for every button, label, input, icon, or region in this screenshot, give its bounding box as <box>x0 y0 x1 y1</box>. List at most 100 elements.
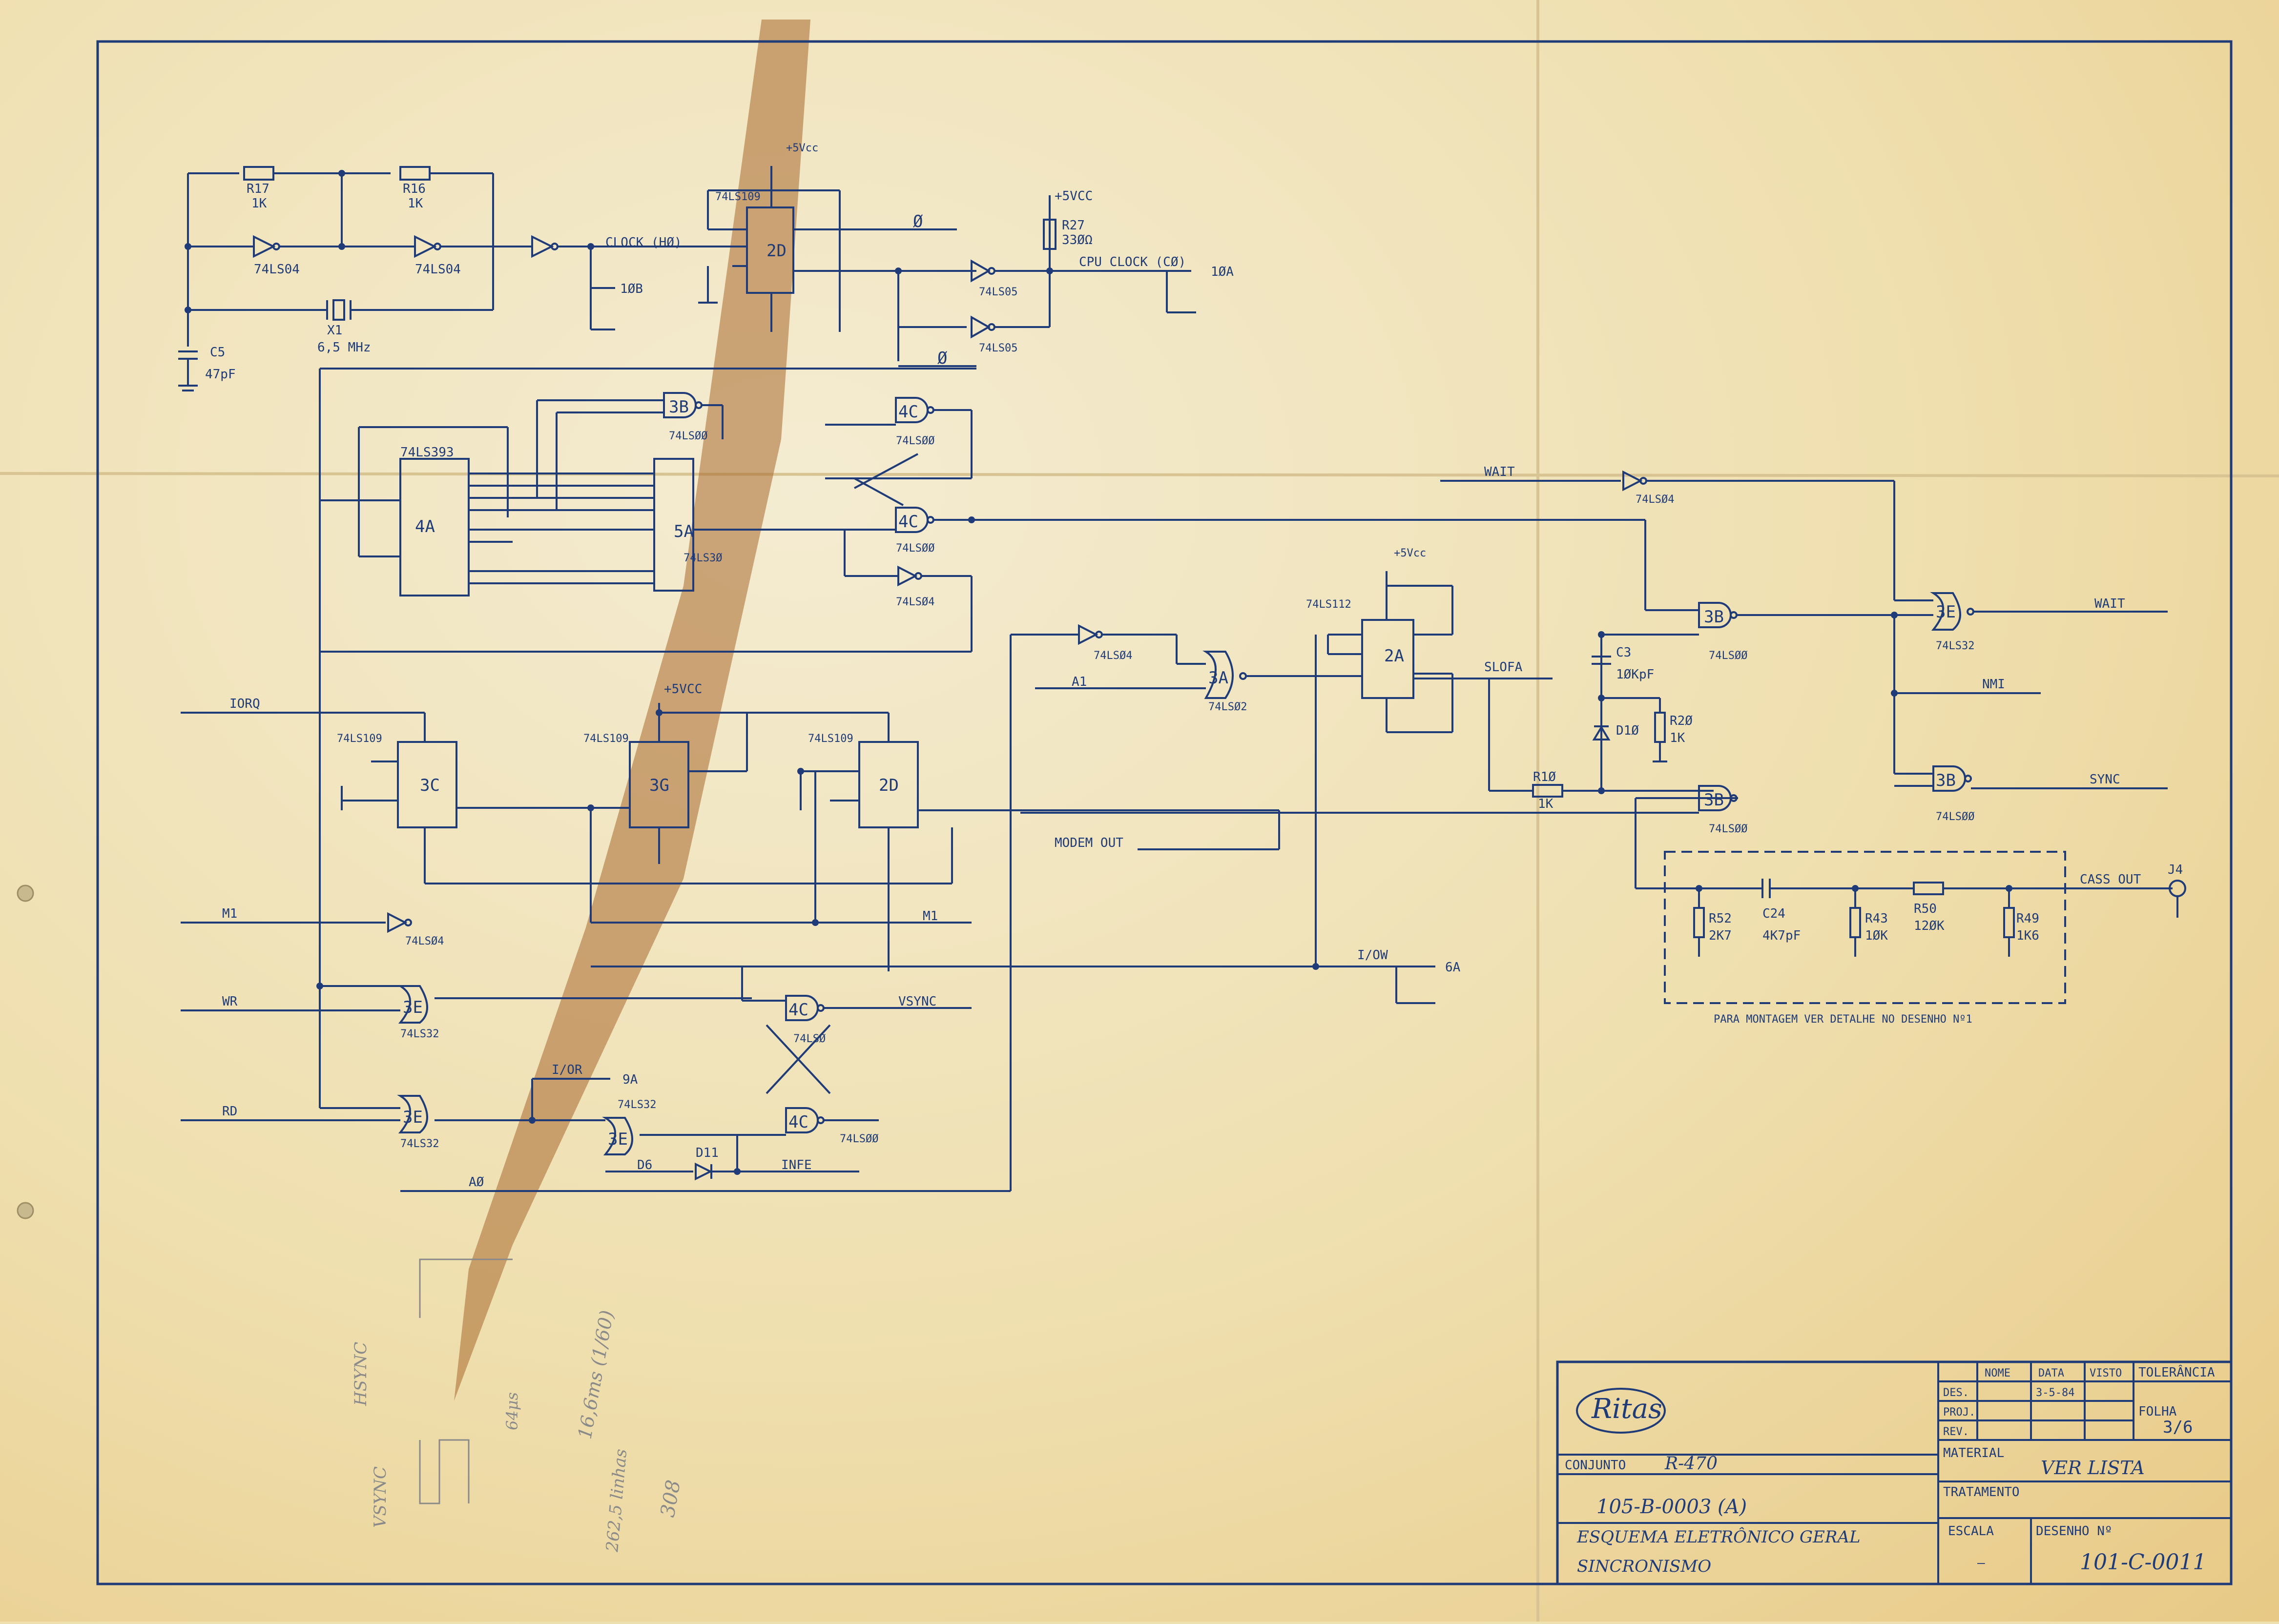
d10-label: D1Ø <box>1616 723 1639 738</box>
ref-1b-tag: 1ØB <box>620 282 643 296</box>
inv1-type: 74LS04 <box>254 262 300 277</box>
col-nome: NOME <box>1985 1367 2010 1379</box>
nand4c-c-type: 74LSØ <box>793 1033 826 1045</box>
or3e-d-ref: 3E <box>1936 602 1956 622</box>
ff2a-type: 74LS112 <box>1306 598 1351 611</box>
ref-6a-tag: 6A <box>1445 960 1461 975</box>
nand3b-c-type: 74LSØØ <box>1936 811 1974 823</box>
a0-label: AØ <box>469 1175 484 1190</box>
j4-label: J4 <box>2168 863 2183 877</box>
nand4c-a-ref: 4C <box>898 402 918 422</box>
oscillator-labels: R17 1K R16 1K 74LS04 74LS04 C5 47pF X1 6… <box>205 182 461 382</box>
x1-label: X1 <box>327 323 342 338</box>
r49-value: 1K6 <box>2016 928 2039 943</box>
nor3a-ref: 3A <box>1208 668 1228 688</box>
r10-label: R1Ø <box>1533 770 1556 784</box>
nmi-label: NMI <box>1982 677 2005 692</box>
modem-out-label: MODEM OUT <box>1055 836 1123 850</box>
or3e-c-type: 74LS32 <box>618 1099 656 1111</box>
ref-9a-tag: 9A <box>622 1072 638 1087</box>
clock-ff-2d <box>587 166 1196 367</box>
oscillator-section <box>178 166 732 391</box>
pencil-sketch <box>419 1258 513 1504</box>
r50-value: 12ØK <box>1914 919 1945 933</box>
r16-value: 1K <box>408 196 423 211</box>
or3e-b-ref: 3E <box>403 1108 423 1127</box>
ff3g-ref: 3G <box>649 776 669 795</box>
r43-value: 1ØK <box>1865 928 1888 943</box>
nand4c-b-type: 74LSØØ <box>896 542 934 555</box>
des-date: 3-5-84 <box>2036 1387 2074 1399</box>
d11-label: D11 <box>696 1146 719 1160</box>
col-visto: VISTO <box>2090 1367 2122 1379</box>
nor3a-type: 74LSØ2 <box>1208 701 1247 713</box>
infe-label: INFE <box>781 1158 812 1172</box>
nand3b-top-type: 74LSØØ <box>669 430 707 442</box>
title-block-text: Ritas NOME DATA VISTO TOLERÂNCIA DES. PR… <box>1565 1364 2215 1576</box>
vcc-r27: +5VCC <box>1055 189 1093 204</box>
desenho-value: 101-C-0011 <box>2080 1550 2206 1575</box>
folha-value: 3/6 <box>2163 1418 2193 1437</box>
tratamento-label: TRATAMENTO <box>1943 1485 2020 1500</box>
inv-wait-type: 74LSØ4 <box>1636 493 1674 506</box>
nand3b-a-ref: 3B <box>1704 607 1724 627</box>
row-des: DES. <box>1943 1387 1969 1399</box>
drawing-title-2: SINCRONISMO <box>1577 1557 1711 1576</box>
right-labels: 74LSØ4 A1 3A 74LSØ2 74LS112 2A +5Vcc SLO… <box>1072 465 2183 1026</box>
row-rev: REV. <box>1943 1426 1969 1438</box>
drawing-border <box>96 40 2233 1585</box>
or3e-a-ref: 3E <box>403 998 423 1017</box>
nand3b-b-ref: 3B <box>1704 790 1724 810</box>
nand3b-a-type: 74LSØØ <box>1709 650 1747 662</box>
binder-hole-1 <box>17 884 34 902</box>
vcc-2a: +5Vcc <box>1394 547 1426 559</box>
pencil-64us: 64μs <box>503 1392 521 1430</box>
r27-value: 33ØΩ <box>1062 233 1093 247</box>
nand4c-d-type: 74LSØØ <box>840 1133 878 1145</box>
inv-m1-type: 74LSØ4 <box>405 935 444 947</box>
clock-labels: +5Vcc 74LS109 2D CLOCK (HØ) 1ØB Ø Ø +5VC… <box>605 142 1234 368</box>
a1-label: A1 <box>1072 675 1087 689</box>
cpu-clock-label: CPU CLOCK (CØ) <box>1079 255 1186 269</box>
x1-value: 6,5 MHz <box>317 340 371 355</box>
drawing-title-1: ESQUEMA ELETRÔNICO GERAL <box>1576 1527 1861 1547</box>
wait-out-label: WAIT <box>2094 596 2125 611</box>
ior-label: I/OR <box>552 1063 582 1077</box>
inv-4c-type: 74LSØ4 <box>896 596 934 608</box>
escala-label: ESCALA <box>1948 1524 1994 1539</box>
c3-value: 1ØKpF <box>1616 667 1654 682</box>
nand3b-top-ref: 3B <box>669 397 689 417</box>
r20-label: R2Ø <box>1670 714 1693 728</box>
detail-note: PARA MONTAGEM VER DETALHE NO DESENHO Nº1 <box>1714 1013 1972 1026</box>
fold-line-horizontal <box>0 472 2279 477</box>
r50-label: R50 <box>1914 902 1937 916</box>
r52-value: 2K7 <box>1709 928 1732 943</box>
c3-label: C3 <box>1616 645 1631 660</box>
material-label: MATERIAL <box>1943 1446 2004 1460</box>
r52-label: R52 <box>1709 911 1732 926</box>
nand5a-type: 74LS3Ø <box>684 552 722 564</box>
r17-label: R17 <box>247 182 269 196</box>
ff-top-ref: 2D <box>767 241 787 261</box>
or3e-a-type: 74LS32 <box>400 1028 439 1040</box>
conjunto-label: CONJUNTO <box>1565 1458 1626 1473</box>
sync-label: SYNC <box>2090 772 2120 787</box>
nand4c-b-ref: 4C <box>898 512 918 532</box>
rd-label: RD <box>222 1104 237 1119</box>
vsync-label: VSYNC <box>898 994 936 1009</box>
inv2-type: 74LS04 <box>415 262 461 277</box>
lower-left-logic <box>181 634 1280 1192</box>
nand5a-ref: 5A <box>674 522 694 541</box>
or3e-c-ref: 3E <box>608 1130 628 1149</box>
pencil-notes: VSYNC HSYNC 16,6ms (1/60) 64μs 262,5 lin… <box>351 1309 685 1553</box>
r10-value: 1K <box>1538 797 1554 811</box>
nand4c-d-ref: 4C <box>788 1112 808 1132</box>
buf1-type: 74LS05 <box>979 286 1017 298</box>
r17-value: 1K <box>251 196 267 211</box>
lower-left-labels: IORQ 74LS109 3C 74LS109 3G 74LS109 2D +5… <box>222 682 1123 1190</box>
nand4c-c-ref: 4C <box>788 1000 808 1020</box>
slofa-label: SLOFA <box>1484 660 1523 675</box>
ff2d-type: 74LS109 <box>808 733 853 745</box>
nand3b-c-ref: 3B <box>1936 771 1956 790</box>
